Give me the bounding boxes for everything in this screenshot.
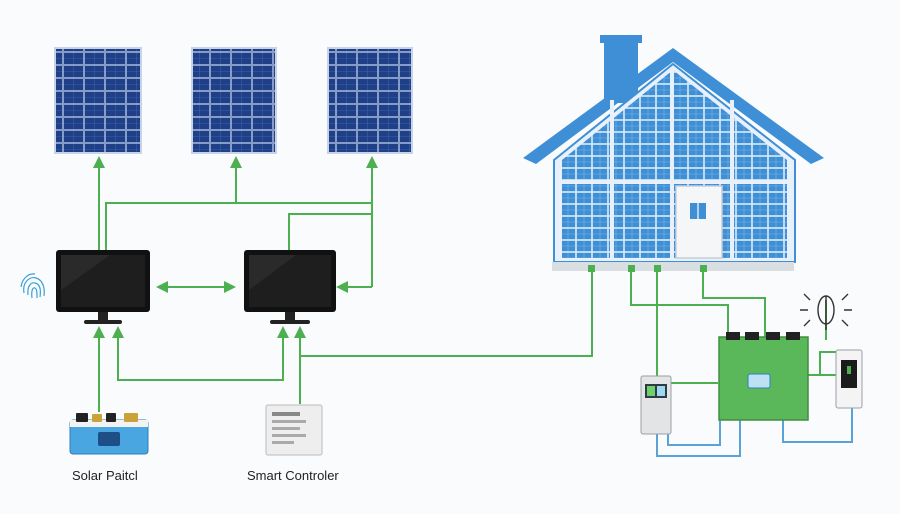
solar-panel-3 bbox=[327, 47, 413, 154]
house bbox=[523, 35, 824, 272]
solar-panel-1 bbox=[54, 47, 142, 154]
battery bbox=[69, 413, 149, 455]
fingerprint-icon bbox=[20, 273, 45, 299]
solar-panel-2 bbox=[191, 47, 277, 154]
antenna-icon bbox=[800, 293, 852, 330]
meter-box bbox=[835, 349, 863, 409]
monitor-2 bbox=[244, 250, 336, 324]
storage-unit bbox=[718, 332, 809, 421]
controller-label: Smart Controler bbox=[247, 468, 339, 483]
battery-label: Solar Paitcl bbox=[72, 468, 138, 483]
lower-wiring bbox=[93, 268, 593, 412]
blue-wiring bbox=[656, 408, 853, 457]
smart-controller bbox=[265, 404, 323, 456]
monitor-1 bbox=[56, 250, 150, 324]
inverter-box bbox=[640, 375, 672, 435]
panel-wiring bbox=[93, 156, 378, 293]
